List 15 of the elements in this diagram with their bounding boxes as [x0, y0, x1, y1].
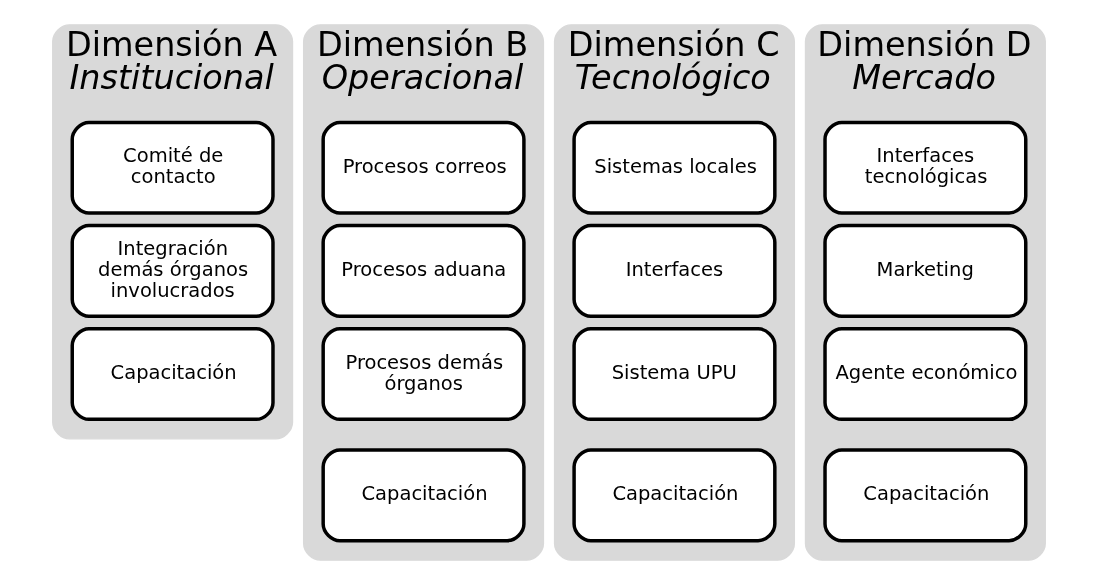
node-box: Interfaces tecnológicas — [822, 120, 1027, 215]
node-box: Comité de contacto — [70, 120, 275, 215]
node-box: Interfaces — [571, 223, 777, 318]
node-box: Procesos aduana — [320, 223, 526, 318]
node-box: Marketing — [822, 223, 1027, 318]
node-box: Capacitación — [822, 448, 1027, 543]
node-box: Agente económico — [822, 327, 1027, 422]
node-box: Integración demás órganos involucrados — [70, 223, 275, 318]
node-box: Capacitación — [320, 448, 526, 543]
node-box: Capacitación — [70, 327, 275, 422]
node-box: Procesos correos — [320, 120, 526, 215]
node-box: Capacitación — [571, 448, 777, 543]
node-box: Sistema UPU — [571, 327, 777, 422]
node-box: Procesos demás órganos — [320, 327, 526, 422]
node-box: Sistemas locales — [571, 120, 777, 215]
